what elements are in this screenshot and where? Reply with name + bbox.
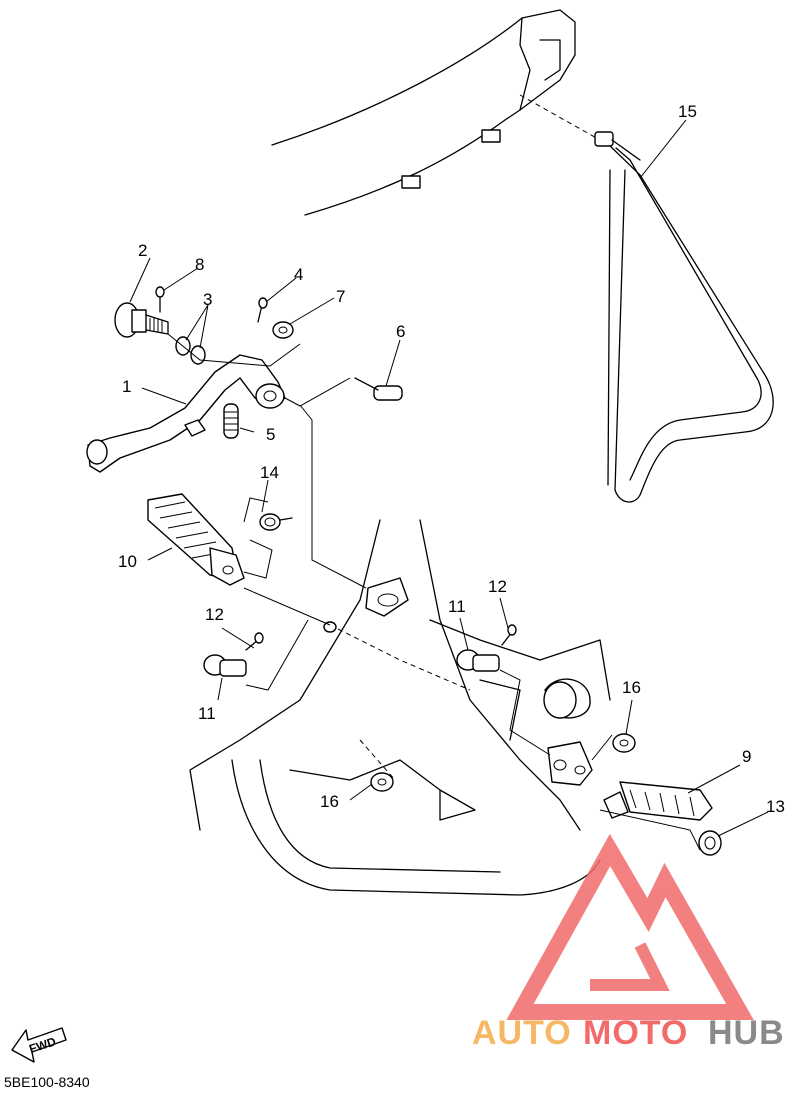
callout-2: 2 [138,241,147,260]
callout-6: 6 [396,322,405,341]
callout-leaders [129,119,769,837]
fwd-arrow: FWD [11,1027,67,1063]
callout-7: 7 [336,287,345,306]
frame-drawing [189,519,611,896]
callout-11-right: 11 [448,597,466,616]
brand-moto: MOTO [583,1014,688,1052]
callout-14: 14 [260,463,279,482]
callout-11-left: 11 [198,704,216,723]
brake-pedal [86,354,286,473]
cotter-pin-top [155,286,165,313]
automotohub-wordmark: AUTO MOTO HUB [472,1014,785,1052]
callout-13: 13 [766,797,785,816]
rear-stand [519,94,774,503]
rear-fender-drawing [271,9,576,216]
callout-4: 4 [294,265,303,284]
washers [370,733,636,792]
logo-triangle-outer [506,833,754,1020]
callout-9: 9 [742,747,751,766]
callout-16-right: 16 [622,678,641,697]
callout-8: 8 [195,255,204,274]
fwd-label: FWD [27,1034,58,1056]
brand-auto: AUTO [472,1014,572,1052]
left-bolt-and-pin [203,632,264,677]
callout-12-right: 12 [488,577,507,596]
automotohub-logo [506,833,754,1020]
clevis-pin [354,377,403,401]
footrest-spring [259,513,293,531]
right-footrest [547,741,713,821]
diagram-code: 5BE100-8340 [4,1074,90,1090]
assembly-lines [167,333,701,851]
logo-triangle-inner [590,942,670,991]
callout-1: 1 [122,377,131,396]
return-spring [223,403,239,439]
brake-pivot-bolt [114,302,169,338]
right-bolt-and-pin [456,624,517,672]
callout-3: 3 [203,290,212,309]
footrest-clip [698,830,722,856]
left-footrest [147,493,245,586]
callout-12-left: 12 [205,605,224,624]
pin-and-washer [257,297,294,339]
callout-16-left: 16 [320,792,339,811]
callout-15: 15 [678,102,697,121]
brand-hub: HUB [708,1014,785,1052]
callout-labels: 2 8 3 4 7 6 1 5 14 10 12 11 11 12 16 9 1… [118,102,785,816]
callout-10: 10 [118,552,137,571]
callout-5: 5 [266,425,275,444]
